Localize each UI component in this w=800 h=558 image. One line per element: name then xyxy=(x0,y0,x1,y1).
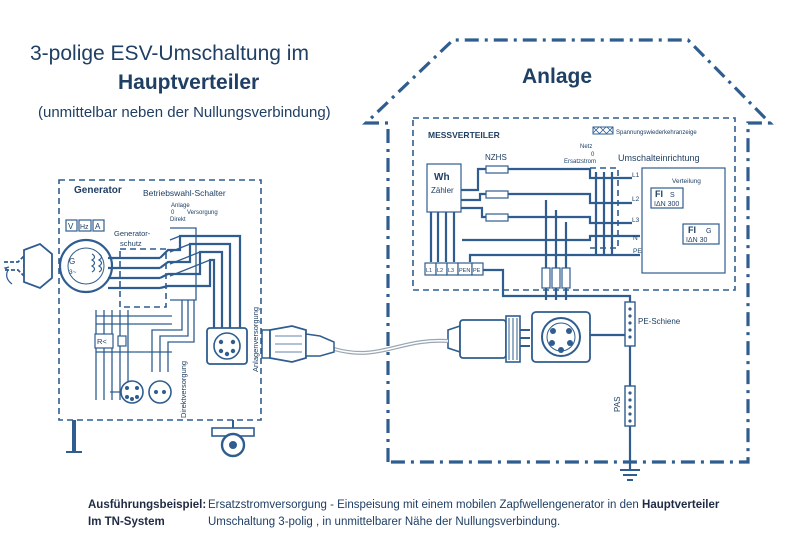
cee-wall-socket-icon xyxy=(531,311,591,363)
fi-g-box xyxy=(682,223,720,245)
generator-3phase-label: 3~ xyxy=(69,269,77,276)
terminal-l3: L3 xyxy=(448,268,454,274)
direktversorgung-label: Direktversorgung xyxy=(179,361,188,418)
terminal-strip xyxy=(424,262,484,276)
generator-outlet-icon xyxy=(206,327,248,365)
anlage-house-outline xyxy=(362,38,774,464)
footer-label-2: Im TN-System xyxy=(88,516,165,528)
messverteiler-box xyxy=(412,117,736,291)
meter-v: V xyxy=(68,222,74,231)
generator-g-label: G xyxy=(69,257,75,266)
footer-texts: Ersatzstromversorgung - Einspeisung mit … xyxy=(208,497,788,531)
generator-meters xyxy=(65,219,105,232)
meter-a: A xyxy=(95,222,101,231)
cee-plug-generator-icon xyxy=(261,325,335,363)
ersatzstrom-label: Ersatzstrom xyxy=(564,159,596,165)
terminal-l1: L1 xyxy=(426,268,432,274)
messverteiler-wiring xyxy=(429,167,640,300)
bus-label-pe: PE xyxy=(633,248,642,255)
pto-shaft-icon xyxy=(3,242,53,290)
pe-link xyxy=(483,268,632,302)
wh-label: Wh xyxy=(434,172,450,183)
footer-text-2: Umschaltung 3-polig , in unmittelbarer N… xyxy=(208,516,561,528)
earth-ground-icon xyxy=(620,426,640,481)
generator-wheel-icon xyxy=(211,427,255,458)
bus-label-l1: L1 xyxy=(632,172,640,179)
null-position-label: 0 xyxy=(591,152,595,158)
verteilung-label: Verteilung xyxy=(672,178,701,185)
fi-s-type: S xyxy=(670,192,675,199)
bus-label-l2: L2 xyxy=(632,196,640,203)
pas-bar xyxy=(624,385,636,427)
generator-wiring xyxy=(95,227,242,400)
messverteiler-label: MESSVERTEILER xyxy=(428,130,500,140)
title-line-3: (unmittelbar neben der Nullungsverbindun… xyxy=(38,104,331,121)
betriebswahl-label: Betriebswahl-Schalter xyxy=(143,188,226,198)
nzhs-label: NZHS xyxy=(485,153,507,162)
footer-label-1: Ausführungsbeispiel: xyxy=(88,499,207,511)
fi-s-rating: IΔN 300 xyxy=(654,201,679,208)
netz-label: Netz xyxy=(580,144,592,150)
title-line-1: 3-polige ESV-Umschaltung im xyxy=(30,42,309,65)
footer-text-1: Ersatzstromversorgung - Einspeisung mit … xyxy=(208,497,788,514)
bus-label-l3: L3 xyxy=(632,217,640,224)
feed-cable xyxy=(333,338,449,355)
r-relay-label: R< xyxy=(97,337,107,346)
wh-meter-box xyxy=(426,163,462,213)
generatorschutz-label-1: Generator- xyxy=(114,229,151,238)
fi-g-name: FI xyxy=(688,225,696,235)
generator-heading: Generator xyxy=(74,185,122,196)
betriebswahl-direkt: Direkt xyxy=(170,217,186,223)
generatorschutz-breaker xyxy=(119,248,167,308)
terminal-l2: L2 xyxy=(437,268,443,274)
generator-socket-16a-icon xyxy=(120,380,144,404)
fi-s-name: FI xyxy=(655,189,663,199)
fi-g-rating: IΔN 30 xyxy=(686,237,708,244)
betriebswahl-versorgung: Versorgung xyxy=(187,210,218,216)
terminal-pe: PE xyxy=(473,268,481,274)
anlagenversorgung-label: Anlagenversorgung xyxy=(251,307,260,372)
generator-box xyxy=(58,179,262,421)
generatorschutz-label-2: schutz xyxy=(120,239,142,248)
footer-text-1-bold: Hauptverteiler xyxy=(642,499,720,511)
zaehler-label: Zähler xyxy=(431,186,454,195)
nzhs-fuses xyxy=(485,165,509,222)
footer-text-1-main: Ersatzstromversorgung - Einspeisung mit … xyxy=(208,499,643,511)
umschalteinrichtung-label: Umschalteinrichtung xyxy=(618,153,700,163)
cee-plug-anlage-icon xyxy=(447,315,530,363)
r-relay-box xyxy=(94,333,114,349)
generator-chassis xyxy=(66,420,234,453)
generator-schuko-socket-icon xyxy=(148,380,172,404)
fi-g-type: G xyxy=(706,228,711,235)
bus-label-n: N xyxy=(633,235,638,242)
betriebswahl-null: 0 xyxy=(171,210,175,216)
footer-labels: Ausführungsbeispiel: Im TN-System xyxy=(88,497,208,531)
anlage-heading: Anlage xyxy=(522,65,592,88)
meter-hz: Hz xyxy=(80,224,89,231)
betriebswahl-anlage: Anlage xyxy=(171,203,190,209)
pe-schiene-label: PE-Schiene xyxy=(638,317,681,326)
fi-s-box xyxy=(650,187,684,209)
pe-schiene-bar xyxy=(624,301,636,347)
spannungsanzeige-label: Spannungswiederkehranzeige xyxy=(616,130,697,136)
title-line-2: Hauptverteiler xyxy=(118,71,259,94)
terminal-pen: PEN xyxy=(459,268,470,274)
spannungsanzeige-symbol xyxy=(592,126,614,135)
feeder-fuses xyxy=(541,267,571,289)
generator-machine-icon xyxy=(58,238,114,294)
pas-label: PAS xyxy=(613,397,622,412)
verteilung-box xyxy=(641,167,726,274)
r-relay-coil xyxy=(117,335,127,347)
